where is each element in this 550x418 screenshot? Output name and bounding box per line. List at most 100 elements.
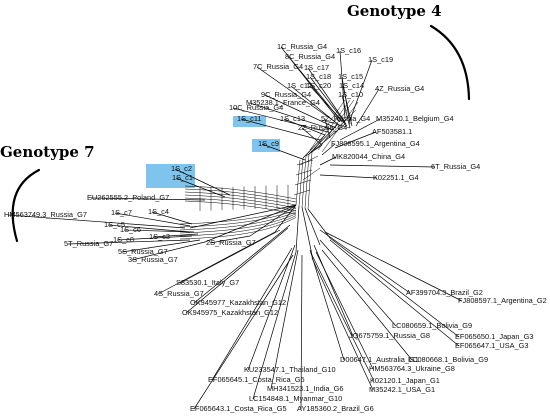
- taxon-label-t40: 3S_Russia_G7: [128, 255, 178, 264]
- genotype-bracket-g7: [11, 168, 41, 243]
- network-edge: [232, 107, 329, 133]
- network-edge: [114, 212, 191, 227]
- network-edge: [179, 229, 281, 284]
- taxon-label-t14: 1S_c10: [338, 90, 363, 99]
- taxon-label-t41: 2S_Russia_G7: [206, 238, 256, 247]
- network-edge: [261, 143, 306, 161]
- network-edge: [256, 66, 339, 125]
- network-edge: [204, 204, 297, 243]
- taxon-label-t57: K02120.1_Japan_G1: [370, 376, 440, 385]
- taxon-label-t19: 5Z_Russia_G4: [321, 114, 370, 123]
- network-edge: [307, 67, 346, 123]
- taxon-label-t56: EF065645.1_Costa_Rica_G5: [208, 375, 305, 384]
- network-edge: [321, 143, 336, 156]
- taxon-label-t37: 1S_c3: [149, 232, 170, 241]
- network-edge: [67, 239, 191, 245]
- network-edge: [175, 177, 226, 198]
- network-edge: [193, 224, 291, 304]
- network-edge: [319, 229, 411, 294]
- network-edge: [324, 118, 331, 139]
- taxon-label-t16: 10C_Russia_G4: [229, 103, 283, 112]
- network-edge: [302, 134, 326, 159]
- network-mesh: [179, 213, 297, 234]
- taxon-label-t2: 1S_c16: [336, 46, 361, 55]
- taxon-label-t29: K02251.1_G4: [373, 173, 419, 182]
- taxon-label-t17: 1S_c11: [237, 114, 262, 123]
- network-edge: [334, 131, 377, 149]
- network-edge: [301, 127, 323, 146]
- network-edge: [249, 102, 335, 131]
- network-mesh: [295, 159, 301, 206]
- network-edge: [90, 197, 206, 201]
- taxon-label-t52: D00647.1_Australia_G1: [340, 355, 419, 364]
- taxon-label-t18: 1S_c13: [280, 114, 305, 123]
- taxon-label-t42: S83530.1_Italy_G7: [176, 278, 239, 287]
- taxon-label-t27: 1S_c2: [171, 164, 192, 173]
- taxon-label-t43: 4S_Russia_G7: [154, 289, 204, 298]
- taxon-label-t49: JQ675759.1_Russia_G8: [349, 331, 430, 340]
- taxon-label-t53: LC080668.1_Bolivia_G9: [408, 355, 488, 364]
- network-mesh: [184, 197, 297, 212]
- network-edge: [305, 144, 323, 157]
- network-edge: [339, 50, 346, 119]
- network-mesh: [179, 217, 297, 240]
- network-mesh: [309, 99, 346, 151]
- network-edge: [307, 208, 331, 239]
- network-mesh: [302, 167, 321, 181]
- network-edge: [264, 94, 337, 129]
- network-edge: [116, 235, 193, 241]
- taxon-label-t9: 1S_c12: [287, 81, 312, 90]
- network-edge: [319, 174, 378, 179]
- network-edge: [329, 237, 460, 338]
- network-edge: [355, 88, 380, 127]
- genotype-label-g7: Genotype 7: [0, 143, 95, 161]
- taxon-label-t33: 1S_c4: [148, 207, 169, 216]
- network-mesh: [184, 200, 297, 215]
- taxon-label-t12: 4Z_Russia_G4: [375, 84, 424, 93]
- taxon-label-t51: EF065647.1_USA_G3: [455, 341, 529, 350]
- taxon-label-t38: 5T_Russia_G7: [64, 239, 113, 248]
- network-edge: [185, 227, 289, 314]
- network-edge: [309, 76, 347, 125]
- taxon-label-t3: 8C_Russia_G4: [285, 52, 335, 61]
- taxon-label-t32: 1S_c7: [111, 208, 132, 217]
- network-mesh: [321, 101, 359, 153]
- taxon-label-t23: 1S_c9: [258, 139, 279, 148]
- taxon-label-t22: AF503581.1: [372, 127, 412, 136]
- network-edge: [311, 257, 374, 391]
- network-edge: [295, 205, 300, 253]
- network-mesh: [301, 155, 307, 208]
- highlight-1s-c2-c1: [146, 164, 195, 188]
- network-edge: [311, 123, 346, 153]
- network-edge: [211, 247, 293, 381]
- network-mesh: [295, 169, 313, 176]
- network-edge: [283, 118, 326, 136]
- network-edge: [319, 239, 397, 327]
- taxon-label-t60: LC154848.1_Myanmar_G10: [249, 394, 342, 403]
- taxon-label-t20: M35240.1_Belgium_G4: [376, 114, 454, 123]
- network-edge: [309, 85, 348, 127]
- network-edge: [249, 204, 297, 237]
- network-edge: [121, 239, 201, 253]
- taxon-label-t61: EF065643.1_Costa_Rica_G5: [190, 404, 287, 413]
- taxon-label-t11: 1S_c14: [339, 81, 364, 90]
- taxon-label-t34: 1S_c5: [104, 220, 125, 229]
- taxon-label-t54: HM563764.3_Ukraine_G8: [369, 364, 455, 373]
- network-edge: [341, 94, 351, 129]
- highlight-layer: [146, 116, 280, 188]
- taxon-label-t26: 6T_Russia_G4: [431, 162, 480, 171]
- taxon-label-t6: 1S_c17: [304, 63, 329, 72]
- network-mesh: [184, 191, 297, 206]
- network-edge: [342, 85, 353, 127]
- taxon-label-t28: 1S_c1: [172, 173, 193, 182]
- network-edge: [252, 251, 297, 400]
- network-mesh: [179, 215, 297, 237]
- network-edge: [209, 235, 251, 244]
- network-edge: [174, 168, 231, 196]
- taxon-label-t8: 1S_c15: [338, 72, 363, 81]
- network-edge: [319, 156, 337, 166]
- network-mesh: [299, 155, 319, 166]
- network-edge: [240, 118, 321, 141]
- network-mesh: [294, 179, 312, 186]
